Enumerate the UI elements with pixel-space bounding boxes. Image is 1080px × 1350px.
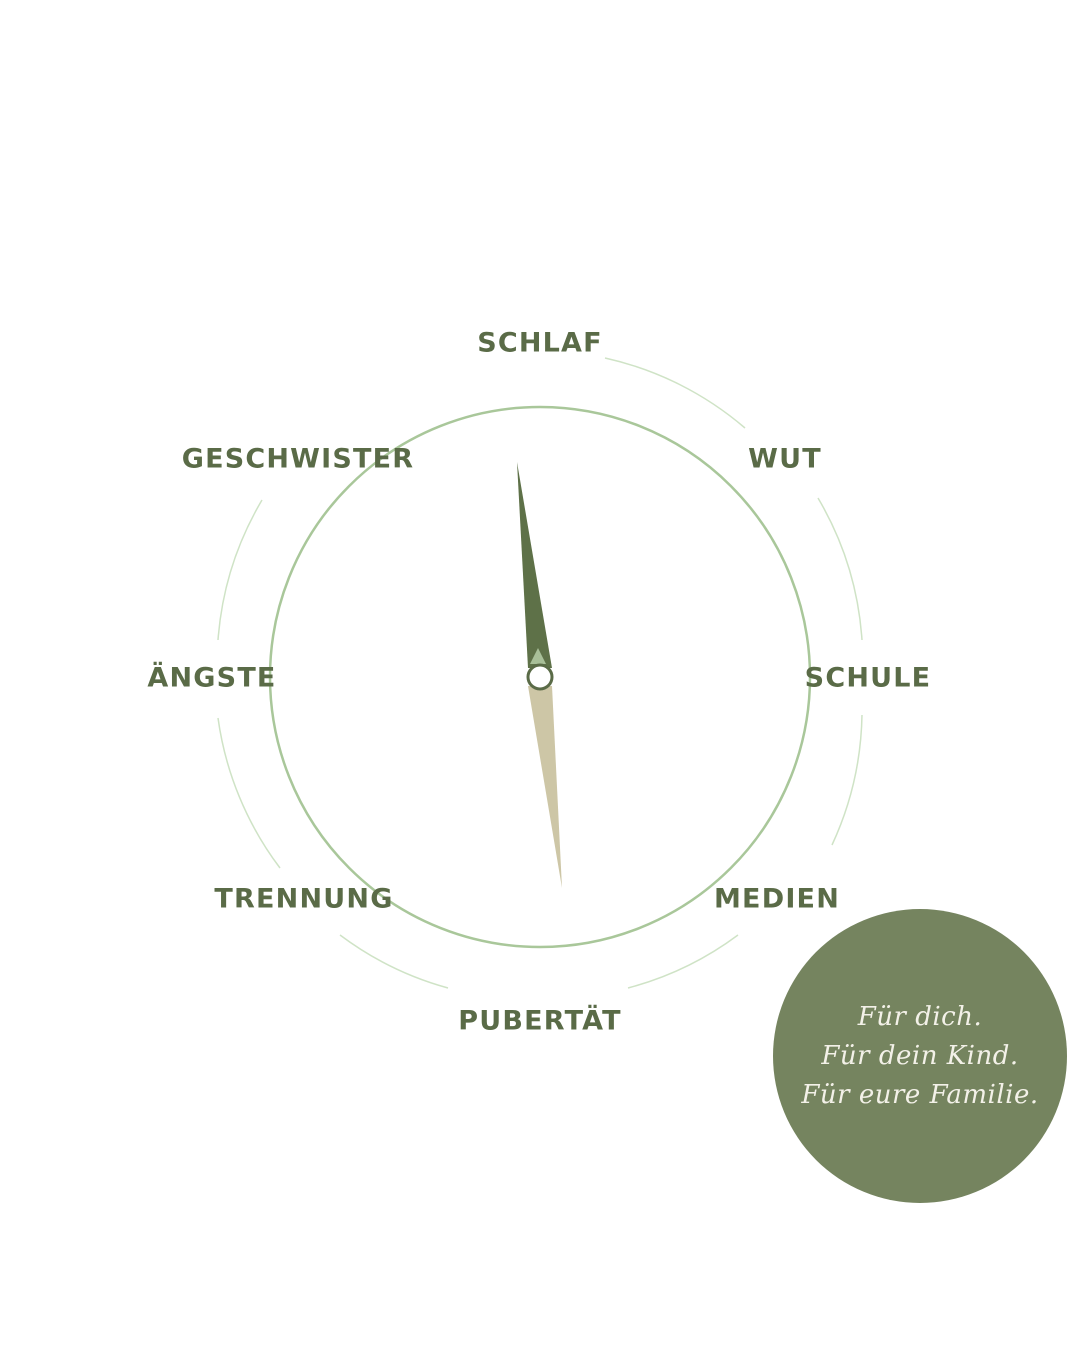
tagline-line-you: Für dich. [857,1001,983,1032]
compass-label-pubertaet: PUBERTÄT [458,1005,622,1037]
compass-label-aengste: ÄNGSTE [147,662,277,694]
outer-arc-bottom-left [339,934,449,989]
outer-arc-right-upper [817,497,863,641]
compass-outer-arcs [217,357,863,989]
compass-label-medien: MEDIEN [713,883,841,915]
compass-label-schlaf: SCHLAF [477,327,603,359]
compass-label-trennung: TRENNUNG [214,883,394,915]
compass-ring [268,405,812,949]
outer-arc-left-upper [217,499,263,641]
tagline-badge: Für dich. Für dein Kind. Für eure Famili… [773,909,1067,1203]
compass-label-geschwister: GESCHWISTER [181,443,415,475]
compass-needle [517,462,562,888]
needle-south [528,686,562,888]
tagline-line-child: Für dein Kind. [821,1040,1019,1071]
compass-label-schule: SCHULE [804,662,932,694]
outer-arc-right-lower [831,714,863,846]
needle-north [517,462,552,668]
compass-label-wut: WUT [748,443,822,475]
needle-tip-marker [530,648,546,664]
tagline-line-family: Für eure Familie. [801,1079,1039,1110]
needle-hub [526,663,554,691]
outer-arc-left-lower [217,717,281,869]
outer-arc-top-right [604,357,746,429]
outer-arc-bottom-right [627,934,739,989]
